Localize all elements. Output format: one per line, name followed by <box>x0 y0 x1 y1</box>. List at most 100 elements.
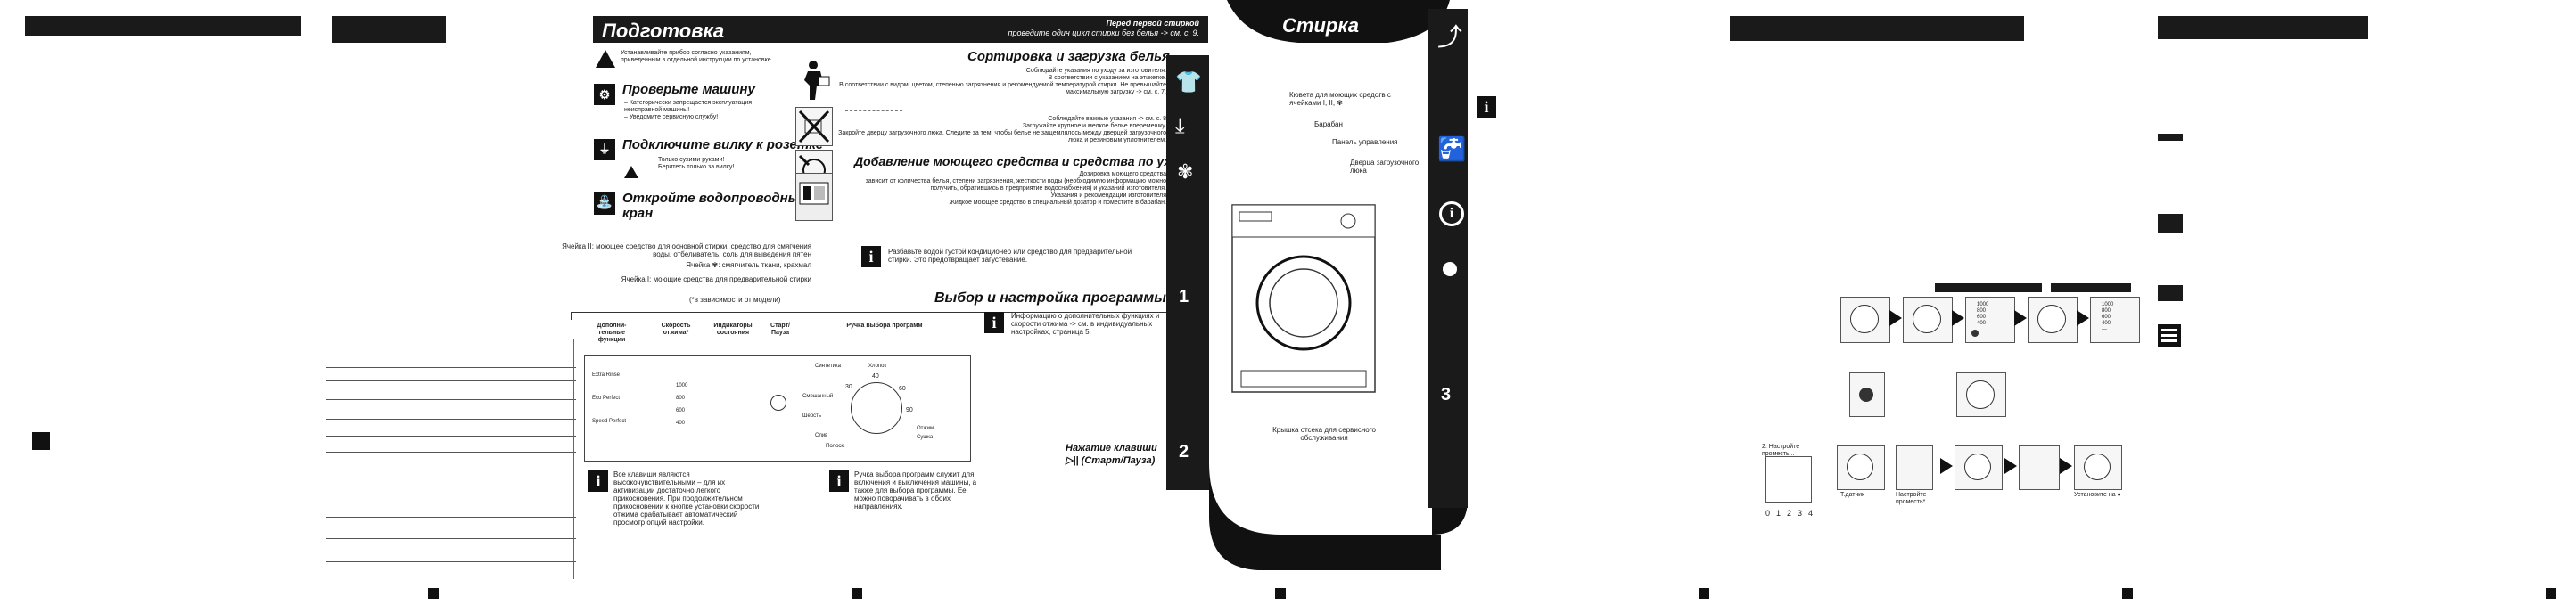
tab-bar <box>2051 283 2131 292</box>
button-thumb <box>1849 372 1885 417</box>
temp-40: 40 <box>872 373 879 380</box>
section-header: Подготовка Перед первой стиркой проведит… <box>593 16 1208 43</box>
arrow-right-icon <box>2014 310 2027 326</box>
knob-thumb <box>1956 372 2006 417</box>
temp-90: 90 <box>906 407 913 413</box>
model-note: (*в зависимости от модели) <box>689 296 781 304</box>
spin-thumb: 1000 800 600 400 <box>1965 297 2015 343</box>
part-panel: Панель управления <box>1332 138 1398 146</box>
label-status: Индикаторы состояния <box>713 323 753 336</box>
label-extra-functions: Дополни-тельные функции <box>597 323 627 343</box>
step-2-label: 2 <box>1179 442 1189 462</box>
sort-title: Сортировка и загрузка белья <box>967 49 1170 64</box>
knob-thumb <box>1955 445 2003 490</box>
arrow-right-icon <box>1889 310 1902 326</box>
magnifier-icon <box>32 432 50 450</box>
knob-info-text: Ручка выбора программ служит для включен… <box>854 470 977 511</box>
detergent-title: Добавление моющего средства и средства п… <box>854 154 1193 168</box>
detergent-icon: ✾ <box>1177 160 1194 183</box>
left-rule <box>326 452 576 453</box>
program-dry: Сушка <box>917 435 934 440</box>
washing-machine <box>1223 196 1384 401</box>
left-rule <box>326 419 576 420</box>
spin-list-item: --- <box>2102 327 2107 332</box>
spin-1000: 1000 <box>676 383 688 388</box>
program-rinse: Полоск. <box>826 444 845 449</box>
part-door: Дверца загрузочного люка <box>1350 159 1420 175</box>
program-synthetics: Синтетика <box>815 364 842 369</box>
spin-list-item: 800 <box>2102 308 2111 314</box>
left-margin-line <box>573 339 574 579</box>
temp-30: 30 <box>845 384 852 390</box>
program-cotton: Хлопок <box>868 364 887 369</box>
label-start: Старт/ Пауза <box>770 323 790 336</box>
info-icon: i <box>1477 96 1496 118</box>
step-3-label: 3 <box>1441 385 1452 405</box>
info-icon: i <box>984 312 1004 333</box>
part-drum: Барабан <box>1314 120 1343 128</box>
detergent-text: Дозировка моющего средства зависит от ко… <box>865 171 1166 206</box>
right-marker <box>2158 214 2183 233</box>
caption-adjust: Настройте проместь* <box>1896 492 1927 505</box>
tap-icon: 🚰 <box>1437 135 1467 162</box>
tap-icon: ⛲ <box>594 192 615 215</box>
sort-text-1: Соблюдайте указания по уходу за изготови… <box>839 68 1166 95</box>
load-icon: ⤓ <box>1175 114 1185 138</box>
check-title: Проверьте машину <box>622 82 755 97</box>
extra-info-text: Информацию о дополнительных функциях и с… <box>1011 312 1160 336</box>
spin-list-item: 600 <box>2102 315 2111 320</box>
dashed-separator <box>845 110 902 111</box>
spin-list-item: 600 <box>1977 315 1987 320</box>
plug-icon: ⏚ <box>594 139 615 160</box>
info-circle-icon: i <box>1439 201 1464 226</box>
knob-thumb <box>1840 297 1890 343</box>
option-extra-rinse: Extra Rinse <box>592 372 621 378</box>
program-knob[interactable] <box>851 382 902 434</box>
program-title-bar <box>933 289 1204 306</box>
plug-title: Подключите вилку к розетке <box>622 137 824 152</box>
start-pause-button[interactable] <box>770 395 786 411</box>
compartment-2: Ячейка II: моющее средство для основной … <box>562 242 811 258</box>
sort-text-2: Соблюдайте важные указания -> см. с. 8 З… <box>838 116 1166 143</box>
index-row: 0 1 2 3 4 <box>1765 509 1814 518</box>
spin-list-item: 800 <box>1977 308 1987 314</box>
step-1-label: 1 <box>1179 287 1189 306</box>
program-labels: Дополни-тельные функции Скорость отжима*… <box>588 323 999 353</box>
spin-600: 600 <box>676 408 686 413</box>
page-marker <box>1699 588 1709 599</box>
left-rule <box>326 380 576 381</box>
compartment-1: Ячейка I: моющие средства для предварите… <box>621 275 811 283</box>
left-header-bar-2 <box>332 16 446 43</box>
info-icon: i <box>829 470 849 492</box>
wash-strip <box>1428 9 1468 508</box>
page-marker <box>1275 588 1286 599</box>
control-panel: Extra Rinse Eco Perfect Speed Perfect 10… <box>584 355 971 462</box>
list-icon <box>2158 324 2181 347</box>
indicator-grid <box>1765 456 1812 503</box>
arrow-right-icon <box>2060 458 2072 474</box>
right-marker <box>2158 134 2183 141</box>
tap-title: Откройте водопроводный кран <box>622 191 808 221</box>
press-key: ▷|| (Старт/Пауза) <box>1066 455 1156 466</box>
part-dispenser: Кювета для моющих средств с ячейками I, … <box>1289 91 1391 107</box>
spin-list-item: 400 <box>1977 321 1987 326</box>
program-drain: Слив <box>815 433 828 438</box>
tshirt-icon: 👕 <box>1175 70 1202 94</box>
install-text: Устанавливайте прибор согласно указаниям… <box>621 50 773 63</box>
left-rule <box>326 399 576 400</box>
spin-thumb <box>2019 445 2060 490</box>
page-marker <box>2122 588 2133 599</box>
page-marker <box>852 588 862 599</box>
left-rule <box>326 561 576 562</box>
tab-bar <box>1935 283 2042 292</box>
left-rule <box>326 367 576 368</box>
caption-sensor: Т.датчик <box>1840 492 1865 498</box>
check-text: – Категорически запрещается эксплуатация… <box>624 100 753 120</box>
arrow-right-icon <box>2077 310 2089 326</box>
detergent-illustration <box>795 173 833 221</box>
detergent-info: Разбавьте водой густой кондиционер или с… <box>888 248 1132 264</box>
check-icon: ⚙ <box>594 84 615 105</box>
warning-icon <box>624 166 638 178</box>
wash-title-top: Стирка <box>1282 14 1359 37</box>
header-note: Перед первой стиркой проведите один цикл… <box>1008 19 1200 37</box>
